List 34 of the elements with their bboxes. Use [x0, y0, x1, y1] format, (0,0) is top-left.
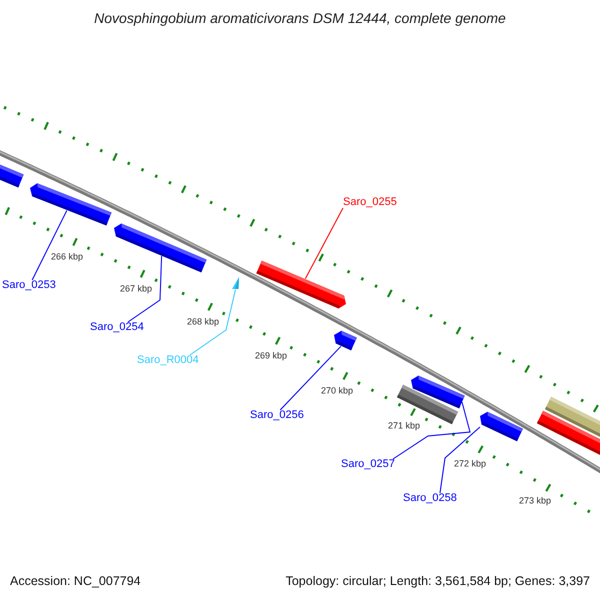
scale-label: 271 kbp	[388, 420, 420, 432]
scale-label: 269 kbp	[254, 350, 288, 362]
gene-label: Saro_0256	[250, 409, 304, 422]
gene-bar	[334, 330, 357, 350]
gene-label: Saro_0255	[343, 196, 397, 210]
scale-label: 268 kbp	[186, 316, 220, 328]
leader-line	[392, 402, 471, 460]
leader-line	[128, 256, 162, 322]
gene-bar	[30, 183, 112, 226]
accession-text: Accession: NC_007794	[10, 574, 141, 589]
scale-label: 266 kbp	[50, 252, 84, 262]
gene-bar	[0, 164, 24, 188]
gene-label: Saro_R0004	[137, 354, 199, 368]
genome-info-text: Topology: circular; Length: 3,561,584 bp; Genes: 3,397	[286, 574, 590, 589]
scale-label: 273 kbp	[518, 496, 552, 506]
title: Novosphingobium aromaticivorans DSM 12444, complete genome	[93, 10, 507, 27]
gene-marker	[232, 277, 239, 289]
gene-label: Saro_0254	[90, 321, 144, 334]
gene-label: Saro_0257	[341, 458, 395, 472]
leader-line	[190, 289, 236, 356]
leader-line	[32, 210, 68, 280]
gene-bar	[411, 376, 465, 408]
leader-line	[280, 346, 342, 410]
gene-label: Saro_0253	[2, 279, 56, 292]
gene-bar	[480, 412, 523, 442]
gene-bar	[114, 224, 207, 272]
scale-label: 267 kbp	[120, 284, 152, 294]
scale-label: 270 kbp	[320, 386, 354, 396]
scale-label: 272 kbp	[454, 458, 486, 470]
leader-line	[304, 208, 344, 280]
gene-bar	[256, 260, 346, 308]
gene-label: Saro_0258	[403, 492, 457, 506]
leader-line	[440, 426, 480, 494]
gene-bar	[544, 396, 600, 438]
